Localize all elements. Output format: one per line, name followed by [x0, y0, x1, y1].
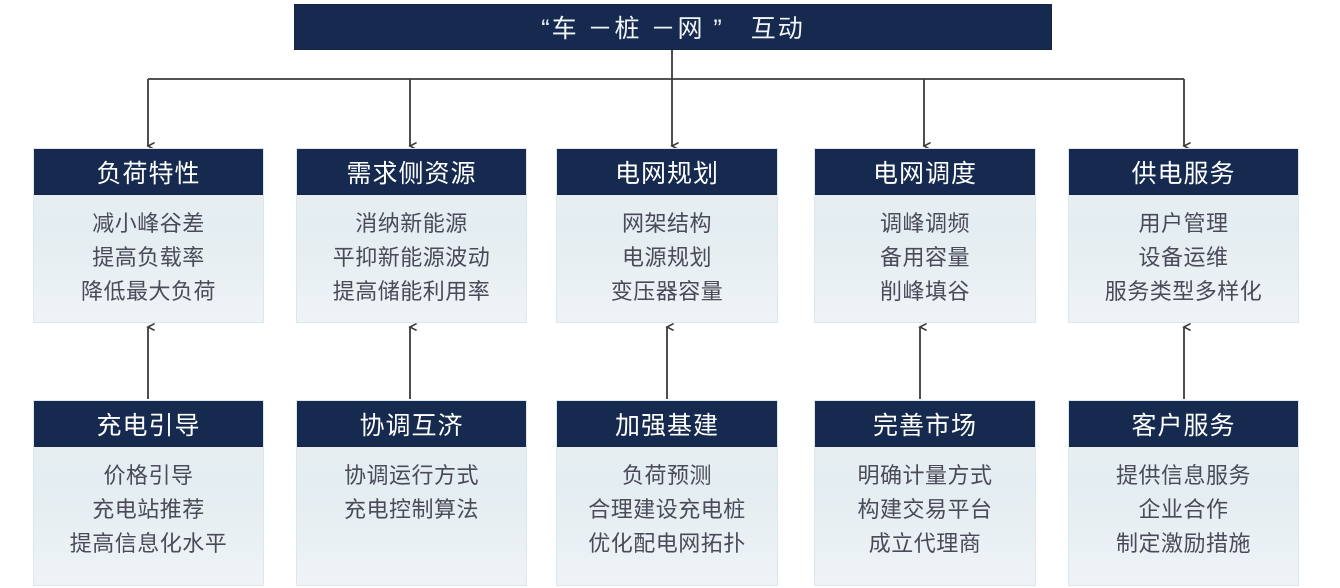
node-line: 降低最大负荷: [80, 279, 216, 304]
node-line: 提高储能利用率: [332, 279, 491, 304]
node-line: 提高负载率: [92, 245, 205, 270]
node-line: 消纳新能源: [355, 211, 468, 236]
node-line: 电源规划: [621, 245, 712, 270]
node-line: 备用容量: [879, 245, 970, 270]
node-line: 企业合作: [1138, 497, 1229, 522]
node-top-5[interactable]: 供电服务 用户管理 设备运维 服务类型多样化: [1068, 148, 1299, 323]
node-top-3[interactable]: 电网规划 网架结构 电源规划 变压器容量: [556, 148, 778, 323]
node-line: 成立代理商: [868, 531, 982, 556]
node-top-3-title: 电网规划: [557, 149, 777, 195]
node-line: 合理建设充电桩: [588, 497, 746, 522]
node-line: 充电站推荐: [92, 497, 205, 522]
node-top-5-title: 供电服务: [1069, 149, 1298, 195]
node-bottom-2-title: 协调互济: [297, 401, 526, 447]
node-top-2[interactable]: 需求侧资源 消纳新能源 平抑新能源波动 提高储能利用率: [296, 148, 527, 323]
node-bottom-5[interactable]: 客户服务 提供信息服务 企业合作 制定激励措施: [1068, 400, 1299, 586]
node-line: 调峰调频: [879, 211, 970, 236]
node-line: 明确计量方式: [857, 463, 993, 488]
node-top-2-body: 消纳新能源 平抑新能源波动 提高储能利用率: [297, 195, 526, 322]
node-top-1-title: 负荷特性: [34, 149, 263, 195]
node-line: 网架结构: [621, 211, 712, 236]
node-line: 削峰填谷: [879, 279, 970, 304]
node-top-4-body: 调峰调频 备用容量 削峰填谷: [815, 195, 1035, 322]
node-bottom-2-body: 协调运行方式 充电控制算法: [297, 447, 526, 585]
node-top-3-body: 网架结构 电源规划 变压器容量: [557, 195, 777, 322]
node-bottom-4[interactable]: 完善市场 明确计量方式 构建交易平台 成立代理商: [814, 400, 1036, 586]
node-bottom-3-body: 负荷预测 合理建设充电桩 优化配电网拓扑: [557, 447, 777, 585]
node-bottom-4-body: 明确计量方式 构建交易平台 成立代理商: [815, 447, 1035, 585]
node-top-4[interactable]: 电网调度 调峰调频 备用容量 削峰填谷: [814, 148, 1036, 323]
node-line: 价格引导: [103, 463, 194, 488]
node-bottom-1[interactable]: 充电引导 价格引导 充电站推荐 提高信息化水平: [33, 400, 264, 586]
node-bottom-5-body: 提供信息服务 企业合作 制定激励措施: [1069, 447, 1298, 585]
node-bottom-2[interactable]: 协调互济 协调运行方式 充电控制算法: [296, 400, 527, 586]
node-top-5-body: 用户管理 设备运维 服务类型多样化: [1069, 195, 1298, 322]
node-line: 用户管理: [1138, 211, 1229, 236]
node-line: 变压器容量: [610, 279, 724, 304]
node-line: 平抑新能源波动: [332, 245, 491, 270]
node-line: 优化配电网拓扑: [588, 531, 746, 556]
node-line: 提高信息化水平: [69, 531, 228, 556]
node-top-2-title: 需求侧资源: [297, 149, 526, 195]
node-line: 服务类型多样化: [1104, 279, 1263, 304]
node-line: 协调运行方式: [343, 463, 479, 488]
root-node[interactable]: “车 －桩 －网 ” 互动: [294, 4, 1052, 50]
node-line: 减小峰谷差: [92, 211, 205, 236]
node-line: 提供信息服务: [1115, 463, 1251, 488]
node-line: 设备运维: [1138, 245, 1229, 270]
node-bottom-1-body: 价格引导 充电站推荐 提高信息化水平: [34, 447, 263, 585]
node-bottom-5-title: 客户服务: [1069, 401, 1298, 447]
root-node-title: “车 －桩 －网 ” 互动: [541, 15, 805, 43]
node-top-1[interactable]: 负荷特性 减小峰谷差 提高负载率 降低最大负荷: [33, 148, 264, 323]
node-bottom-1-title: 充电引导: [34, 401, 263, 447]
node-line: 构建交易平台: [857, 497, 993, 522]
node-bottom-4-title: 完善市场: [815, 401, 1035, 447]
node-line: 负荷预测: [621, 463, 712, 488]
node-top-4-title: 电网调度: [815, 149, 1035, 195]
node-top-1-body: 减小峰谷差 提高负载率 降低最大负荷: [34, 195, 263, 322]
node-line: 制定激励措施: [1115, 531, 1251, 556]
node-bottom-3[interactable]: 加强基建 负荷预测 合理建设充电桩 优化配电网拓扑: [556, 400, 778, 586]
node-line: 充电控制算法: [343, 497, 479, 522]
node-bottom-3-title: 加强基建: [557, 401, 777, 447]
